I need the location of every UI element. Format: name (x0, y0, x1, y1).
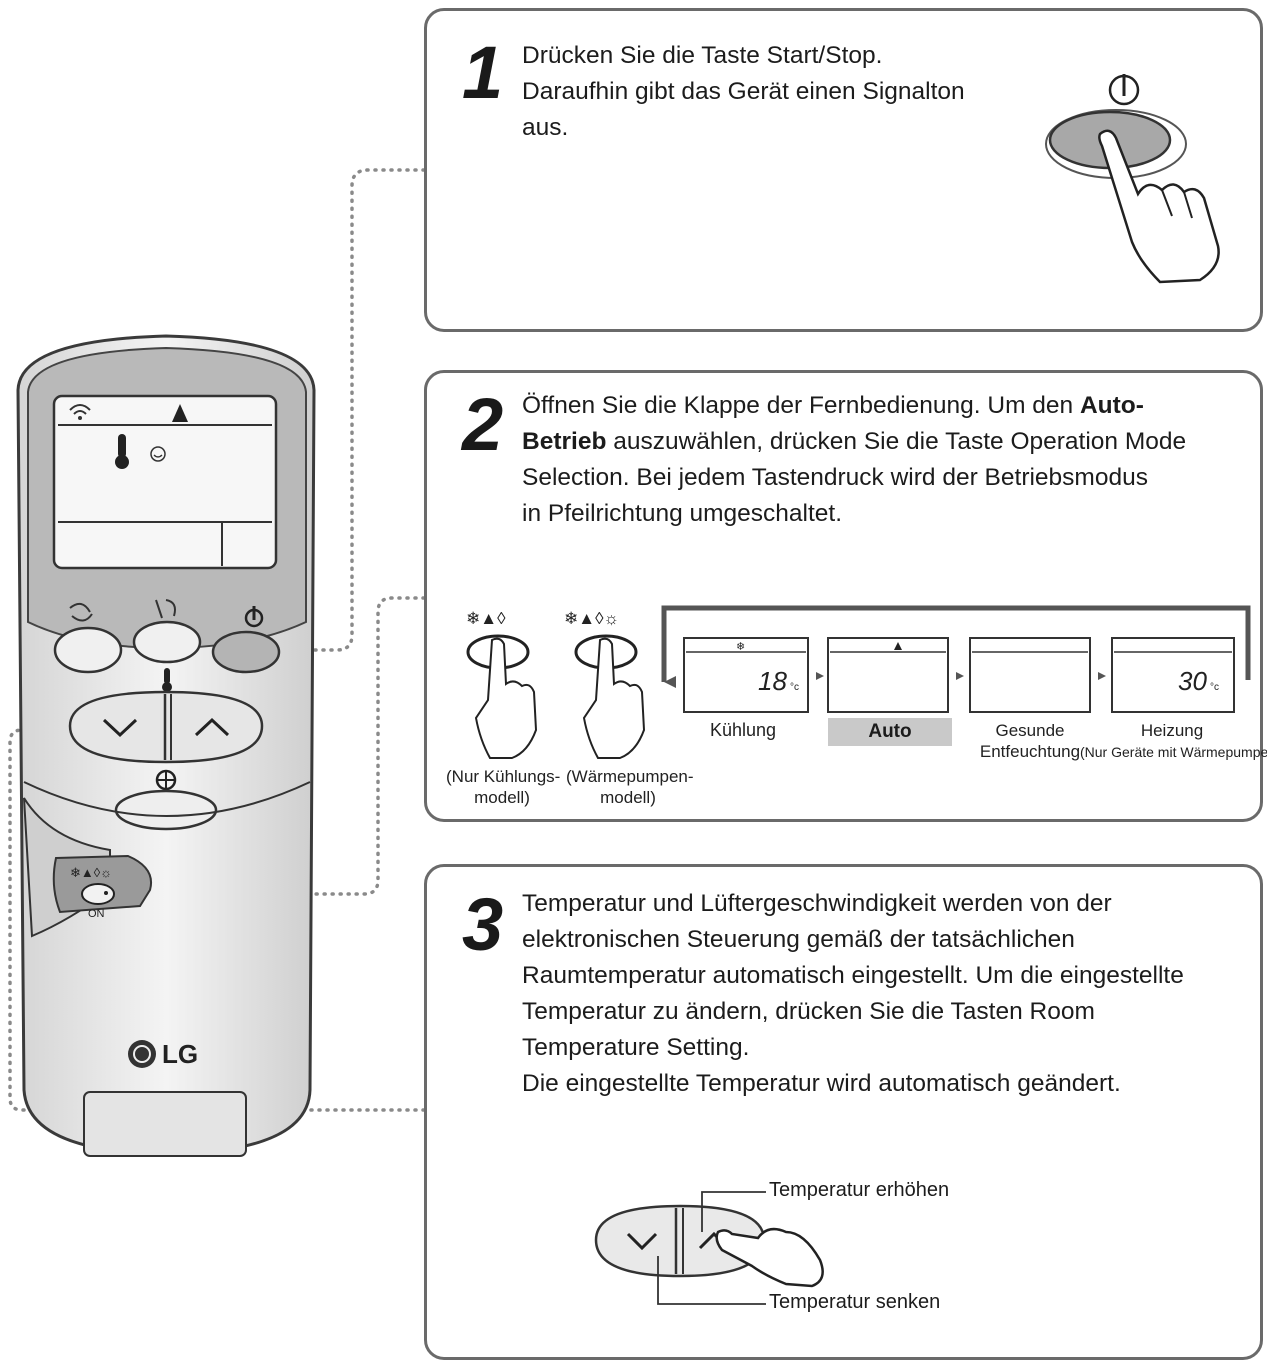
auto-mode-icon (172, 404, 188, 422)
purify-button (132, 620, 202, 664)
remote-brand: LG (162, 1039, 199, 1069)
battery-cover (83, 1091, 247, 1157)
wifi-icon (69, 404, 91, 420)
temp-up-callout: Temperatur erhöhen (769, 1179, 950, 1201)
smiley-icon (150, 446, 166, 462)
step3-text: Temperatur und Lüftergeschwindigkeit wer… (522, 890, 1184, 1097)
display-cooling: ❄ (683, 637, 809, 713)
step2-number: 2 (462, 383, 504, 466)
cooling-model-label: (Nur Kühlungs- modell) (446, 767, 561, 807)
svg-text:❄▲◊☼: ❄▲◊☼ (70, 865, 112, 880)
cooling-unit: °c (790, 682, 799, 693)
mode-heating-note: (Nur Geräte mit Wärmepumpe) (1080, 744, 1267, 760)
temp-up-icon (194, 717, 230, 737)
mode-cooling-label: Kühlung (709, 720, 777, 740)
lg-logo-icon (128, 1040, 156, 1068)
mode-dehumid-label: Gesunde Entfeuchtung (979, 721, 1081, 761)
power-icon (244, 606, 264, 628)
heating-temp: 30 (1178, 666, 1207, 696)
hand-icon-left (474, 637, 538, 759)
step3-number: 3 (462, 883, 504, 966)
swing-icon (69, 602, 93, 622)
hand-pressing-up (715, 1227, 824, 1288)
step3-panel (424, 864, 1263, 1360)
remote-display (52, 394, 278, 570)
mode-sequence-diagram: ❄▲◊ ❄▲◊☼ ❄ 18 °c 30 °c (466, 605, 1251, 759)
fan-speed-button (114, 789, 218, 831)
remote-control: ❄▲◊☼ (16, 334, 316, 1157)
temp-down-icon (102, 718, 138, 738)
swing-button (53, 626, 123, 674)
step1-number: 1 (462, 31, 504, 114)
svg-text:❄▲◊☼: ❄▲◊☼ (564, 609, 619, 628)
step1-text: Drücken Sie die Taste Start/Stop. Darauf… (522, 42, 965, 141)
svg-text:❄▲◊: ❄▲◊ (466, 609, 506, 628)
temperature-buttons-illustration (594, 1191, 824, 1305)
mode-auto-label: Auto (828, 718, 952, 746)
thermometer-icon (115, 434, 129, 469)
display-dehumid (969, 637, 1091, 713)
start-stop-button (211, 630, 281, 674)
heatpump-model-label: (Wärmepumpen- modell) (566, 767, 694, 807)
fan-icon (155, 769, 177, 791)
power-symbol-icon (1108, 74, 1140, 106)
cooling-temp: 18 (758, 666, 787, 696)
heating-unit: °c (1210, 682, 1219, 693)
thermometer-small-icon (162, 668, 172, 692)
hand-icon (1098, 129, 1220, 284)
temp-down-icon-large (626, 1232, 658, 1251)
air-purify-icon (155, 599, 176, 619)
on-label: ON (88, 908, 105, 920)
hand-pressing-start-button (1045, 74, 1220, 284)
svg-text:❄: ❄ (736, 641, 745, 653)
hand-icon-right (582, 637, 646, 759)
temp-down-callout: Temperatur senken (769, 1291, 941, 1313)
connector-step1 (253, 168, 426, 652)
display-auto (827, 637, 949, 713)
mode-button (81, 883, 115, 905)
display-heating (1111, 637, 1235, 713)
step2-panel (424, 370, 1263, 822)
mode-heating-label: Heizung (1140, 721, 1204, 740)
connector-step3 (8, 728, 426, 1112)
step2-text: Öffnen Sie die Klappe der Fernbedienung.… (522, 392, 1187, 527)
